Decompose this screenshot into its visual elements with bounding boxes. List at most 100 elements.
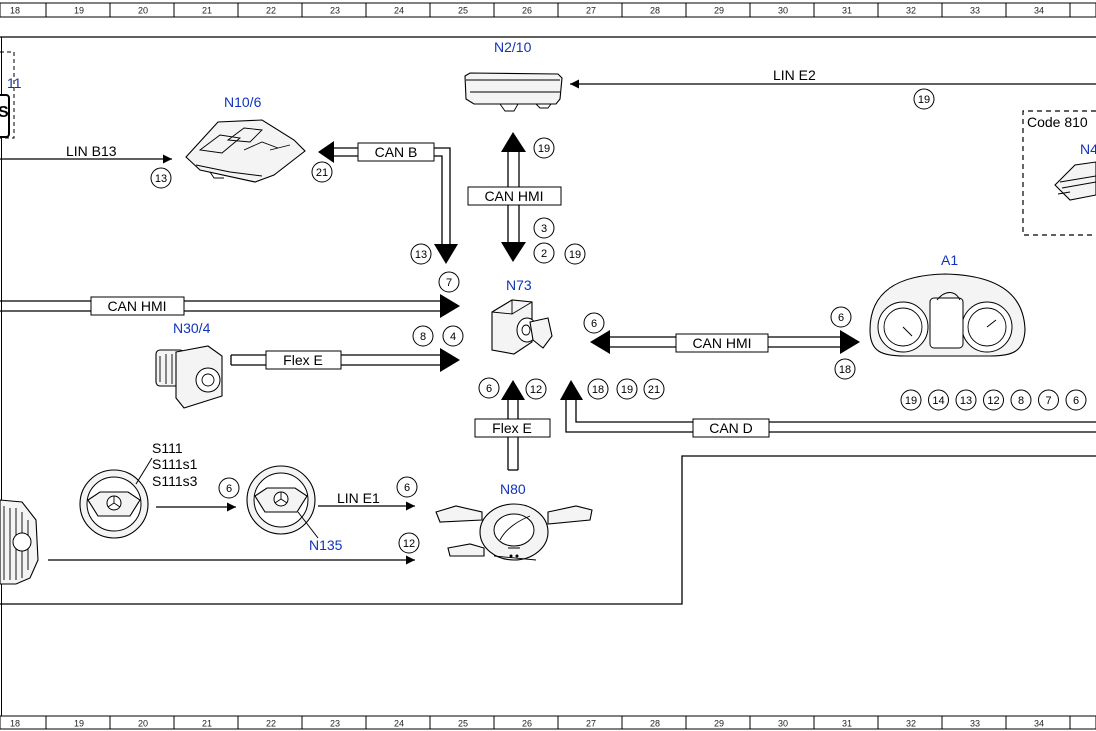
reference-circle-number: 13 [415,249,427,261]
a1-label: A1 [941,252,958,268]
steering-wheel-s111-icon [79,469,149,539]
reference-circle: 3 [533,217,555,239]
reference-circle: 2 [533,242,555,264]
n10-6-label: N10/6 [224,94,262,110]
reference-circle: 6 [218,477,240,499]
reference-circle-number: 13 [960,395,972,407]
bottom-ruler-number: 23 [330,719,340,729]
top-ruler-number: 33 [970,6,980,16]
top-ruler-number: 34 [1034,6,1044,16]
reference-circle: 21 [311,161,333,183]
code-810-box: Code 810 N4 [1022,110,1096,236]
top-ruler-number: 23 [330,6,340,16]
code-810-label: Code 810 [1027,114,1088,130]
reference-circle-number: 6 [404,482,410,494]
reference-circle-number: 7 [446,277,452,289]
reference-circle: 13 [410,243,432,265]
reference-circle-number: 12 [403,538,415,550]
reference-circle: 14 [928,389,949,411]
reference-circle-number: 13 [155,173,167,185]
reference-circle: 6 [478,377,500,399]
top-ruler-number: 24 [394,6,404,16]
bottom-ruler-number: 26 [522,719,532,729]
reference-circle-number: 21 [316,167,328,179]
flex-e-left-connection: Flex E [230,348,460,372]
bottom-ruler-number: 33 [970,719,980,729]
reference-circle: 19 [616,378,638,400]
n30-4-camera-icon [155,345,223,409]
bottom-ruler-number: 21 [202,719,212,729]
can-d-connection: CAN D [560,380,1096,438]
reference-circle-number: 21 [648,384,660,396]
n135-label: N135 [309,537,343,553]
can-hmi-vertical-label: CAN HMI [484,188,543,204]
bottom-ruler-number: 31 [842,719,852,729]
n135-leader [297,511,319,539]
reference-circle-number: 6 [486,383,492,395]
can-hmi-right-connection: CAN HMI [590,330,860,354]
reference-circle-number: 6 [591,318,597,330]
bottom-ruler-number: 34 [1034,719,1044,729]
bottom-ruler-number: 28 [650,719,660,729]
reference-circle: 19 [900,389,922,411]
steering-wheel-n135-icon [246,465,316,535]
reference-circle: 19 [564,243,586,265]
reference-circle-number: 19 [918,94,930,106]
reference-circle-number: 7 [1045,395,1051,407]
bottom-ruler-number: 32 [906,719,916,729]
top-ruler-number: 25 [458,6,468,16]
reference-circle: 6 [830,306,852,328]
reference-circle-number: 6 [226,483,232,495]
bottom-ruler-number: 18 [10,719,20,729]
can-hmi-right-label: CAN HMI [692,335,751,351]
top-ruler-number: 19 [74,6,84,16]
region-frame [0,455,1096,605]
reference-circle-number: 8 [1018,395,1024,407]
n10-6-module-icon [185,119,306,183]
bottom-ruler-number: 27 [586,719,596,729]
bottom-ruler-number: 19 [74,719,84,729]
left-partial-label: 11 [7,75,22,91]
n2-10-label: N2/10 [494,39,532,55]
can-d-label: CAN D [709,420,753,436]
top-ruler-number: 31 [842,6,852,16]
top-ruler-number: 26 [522,6,532,16]
reference-circle-number: 18 [592,384,604,396]
n2-10-module-icon [464,72,563,112]
reference-circle: 6 [583,312,605,334]
reference-circle-number: 19 [905,395,917,407]
reference-circle-number: 19 [621,384,633,396]
s111s1-label: S111s1 [152,456,198,472]
bottom-ruler-number: 30 [778,719,788,729]
can-hmi-left-connection: CAN HMI [0,294,460,318]
left-partial-box: 11 S [0,51,22,139]
reference-circle: 13 [150,167,172,189]
reference-circle: 8 [1010,389,1032,411]
top-ruler-number: 22 [266,6,276,16]
reference-circle-number: 12 [987,395,999,407]
reference-circle-number: 6 [1073,395,1079,407]
reference-circle: 7 [1038,389,1059,411]
left-motor-partial-icon [0,499,39,585]
n4-label: N4 [1080,141,1096,157]
reference-circle: 19 [533,137,555,159]
can-hmi-left-label: CAN HMI [107,298,166,314]
reference-circle: 6 [1065,389,1087,411]
top-ruler-number: 29 [714,6,724,16]
reference-circle: 12 [983,389,1004,411]
flex-e-bottom-connection: Flex E [474,380,551,471]
reference-circle: 7 [438,271,460,293]
n30-4-label: N30/4 [173,320,211,336]
lin-e1-label: LIN E1 [337,490,380,506]
can-hmi-vertical-connection: CAN HMI [467,132,562,262]
reference-circle-number: 19 [569,249,581,261]
top-ruler-number: 21 [202,6,212,16]
n80-label: N80 [500,481,526,497]
top-ruler-number: 18 [10,6,20,16]
bottom-ruler-number: 24 [394,719,404,729]
flex-e-left-label: Flex E [283,352,323,368]
top-ruler-number: 27 [586,6,596,16]
